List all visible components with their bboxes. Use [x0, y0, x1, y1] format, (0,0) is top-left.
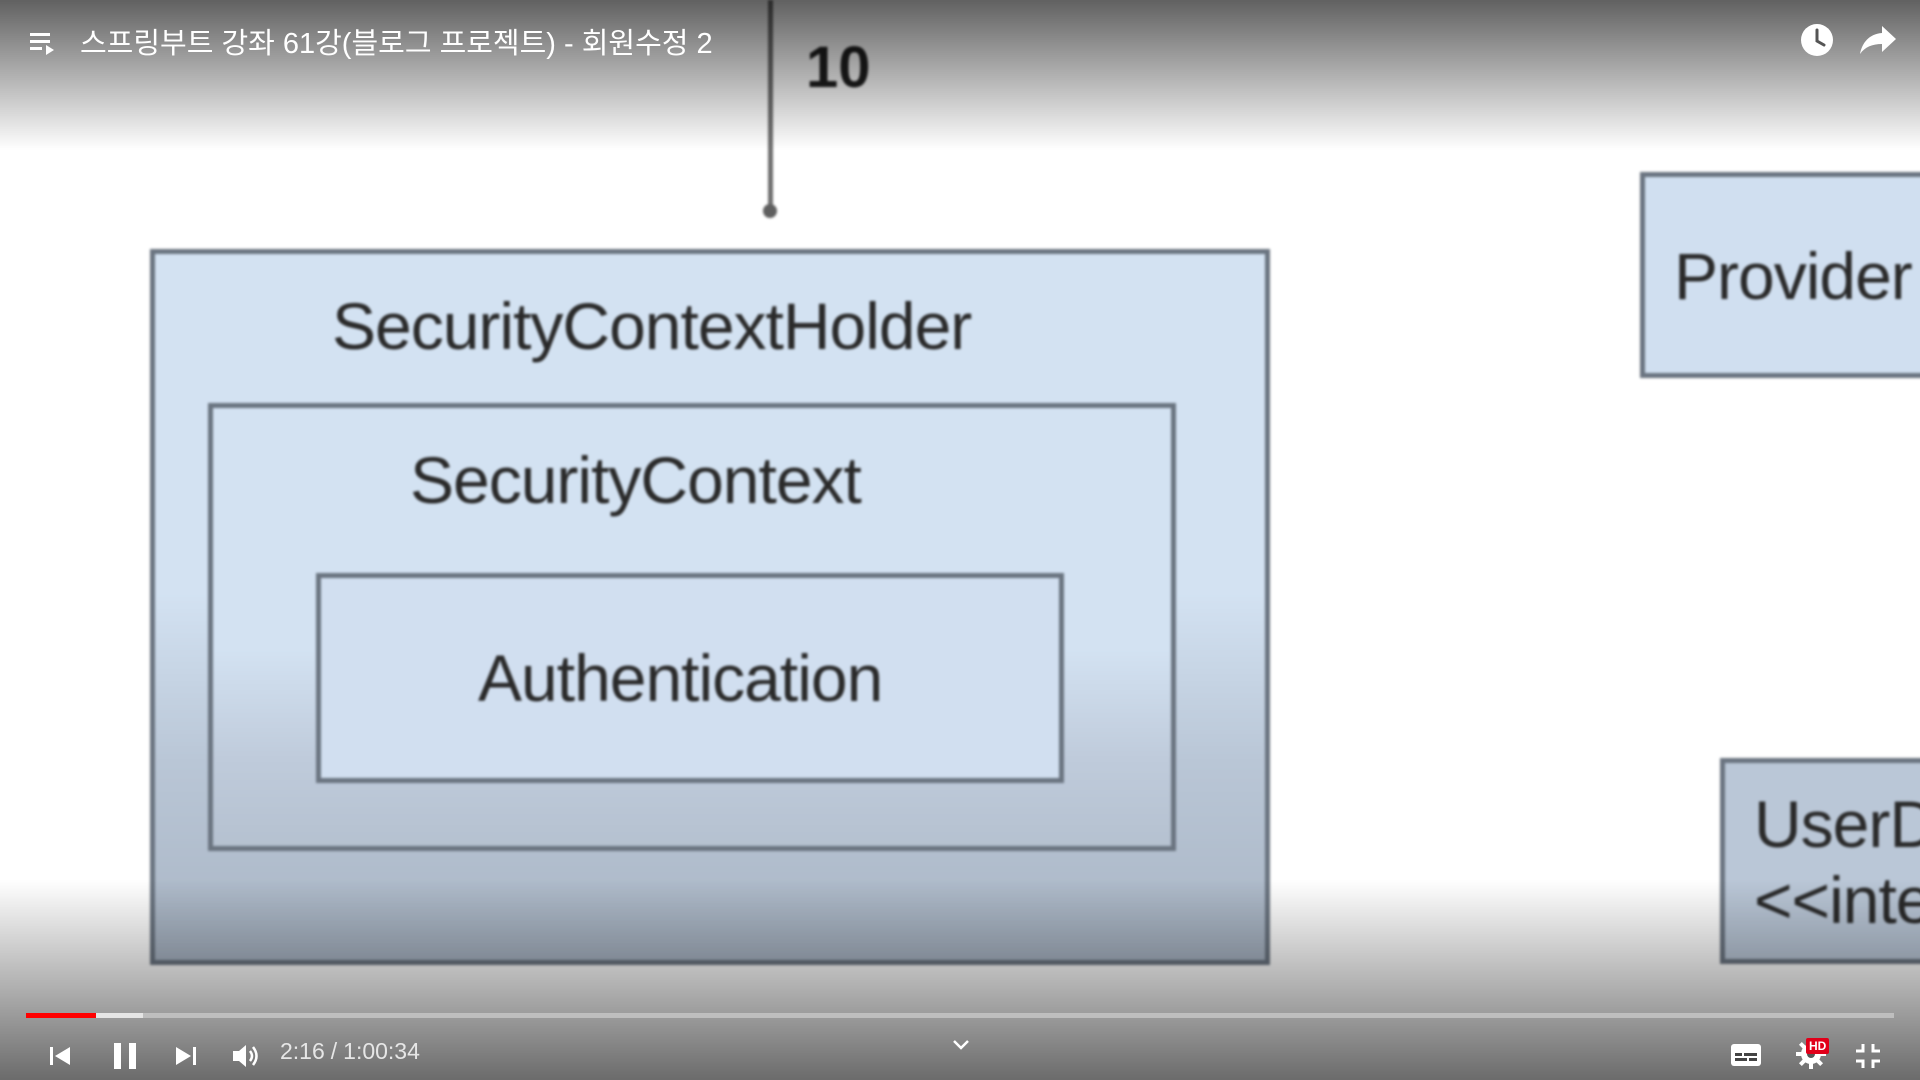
progress-bar[interactable] — [26, 1013, 1894, 1018]
fullscreen-exit-icon — [1856, 1044, 1880, 1068]
clock-icon — [1801, 24, 1833, 56]
time-display: 2:16/1:00:34 — [280, 1038, 420, 1065]
chevron-down-button[interactable] — [946, 1032, 976, 1058]
provider-label: Provider — [1674, 239, 1913, 313]
pause-button[interactable] — [103, 1034, 147, 1078]
volume-icon — [233, 1045, 258, 1067]
authentication-label: Authentication — [478, 641, 883, 715]
video-title[interactable]: 스프링부트 강좌 61강(블로그 프로젝트) - 회원수정 2 — [80, 28, 713, 60]
pause-icon — [114, 1043, 136, 1069]
provider-box — [1640, 172, 1920, 378]
watch-later-button[interactable] — [1799, 22, 1835, 58]
skip-next-icon — [176, 1047, 196, 1065]
current-time: 2:16 — [280, 1038, 325, 1064]
security-context-label: SecurityContext — [410, 443, 862, 517]
subtitles-button[interactable] — [1726, 1035, 1766, 1075]
time-separator: / — [330, 1038, 338, 1064]
security-context-holder-label: SecurityContextHolder — [332, 289, 972, 363]
previous-button[interactable] — [40, 1036, 80, 1076]
volume-button[interactable] — [224, 1034, 268, 1078]
share-icon — [1860, 26, 1896, 54]
chevron-down-icon — [953, 1040, 969, 1050]
hd-badge: HD — [1806, 1038, 1830, 1054]
subtitles-icon — [1731, 1044, 1761, 1066]
authentication-box — [316, 573, 1064, 783]
top-gradient — [0, 0, 1920, 150]
flow-arrow-head — [763, 204, 777, 218]
next-button[interactable] — [166, 1036, 206, 1076]
skip-previous-icon — [50, 1047, 70, 1065]
share-button[interactable] — [1858, 22, 1898, 58]
user-details-line1: UserD — [1754, 787, 1920, 861]
fullscreen-exit-button[interactable] — [1846, 1034, 1890, 1078]
playlist-icon[interactable] — [28, 28, 58, 58]
duration: 1:00:34 — [343, 1038, 420, 1064]
progress-played — [26, 1013, 97, 1018]
